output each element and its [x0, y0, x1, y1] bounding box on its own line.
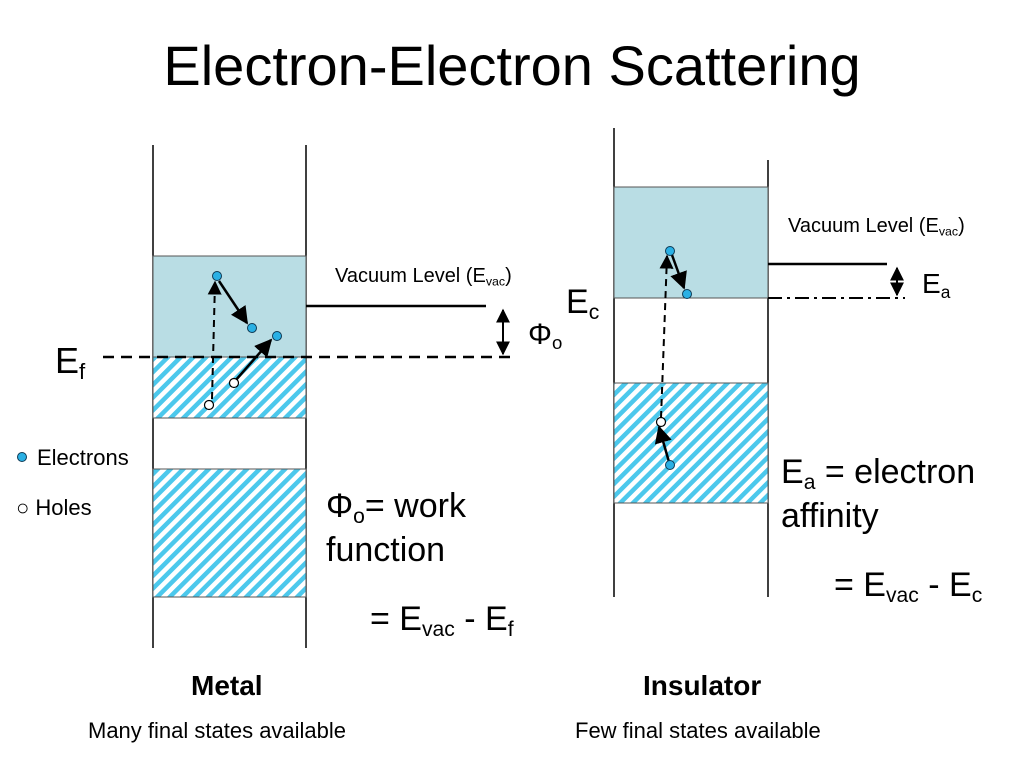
electron-affinity-equation: = Evac - Ec	[834, 566, 983, 607]
electron-icon	[272, 331, 282, 341]
legend-hole-icon: ○	[16, 495, 30, 520]
fermi-level-label: Ef	[55, 340, 86, 385]
insulator-vacuum-level-label: Vacuum Level (Evac)	[788, 215, 965, 239]
work-function-definition: Φo= work function	[326, 487, 466, 570]
metal-scatter-arrow-2	[234, 338, 273, 382]
electron-icon	[247, 323, 257, 333]
electron-icon	[665, 246, 675, 256]
insulator-valence-band	[613, 382, 769, 504]
electron-affinity-symbol: Ea	[922, 268, 951, 302]
legend-holes-label: ○ Holes	[16, 495, 92, 520]
metal-conduction-band	[152, 255, 307, 358]
metal-hatched-band-lower	[152, 468, 307, 598]
metal-caption: Many final states available	[88, 718, 347, 743]
insulator-scatter-arrow-2	[654, 425, 672, 463]
legend-electron-icon	[17, 452, 27, 462]
electron-affinity-definition: Ea = electron affinity	[781, 453, 976, 536]
legend-electrons-label: Electrons	[37, 445, 129, 470]
insulator-label: Insulator	[643, 670, 762, 701]
hole-icon	[203, 399, 215, 411]
metal-diagram	[17, 145, 512, 648]
metal-label: Metal	[191, 670, 263, 701]
page-title: Electron-Electron Scattering	[163, 34, 861, 97]
metal-excitation-arrow	[207, 280, 222, 400]
insulator-excitation-arrow	[659, 254, 674, 419]
electron-icon	[665, 460, 675, 470]
metal-scatter-arrow-1	[217, 280, 249, 325]
hole-icon	[655, 416, 667, 428]
metal-vacuum-level-label: Vacuum Level (Evac)	[335, 265, 512, 289]
insulator-caption: Few final states available	[575, 718, 821, 743]
work-function-symbol: Φo	[528, 318, 563, 354]
electron-icon	[212, 271, 222, 281]
metal-hatched-band-upper	[152, 356, 307, 419]
insulator-conduction-band	[613, 186, 769, 299]
insulator-scatter-arrow-1	[670, 254, 687, 290]
work-function-equation: = Evac - Ef	[370, 600, 514, 641]
conduction-band-label: Ec	[566, 283, 600, 324]
insulator-diagram	[613, 128, 905, 597]
electron-icon	[682, 289, 692, 299]
hole-icon	[228, 377, 240, 389]
